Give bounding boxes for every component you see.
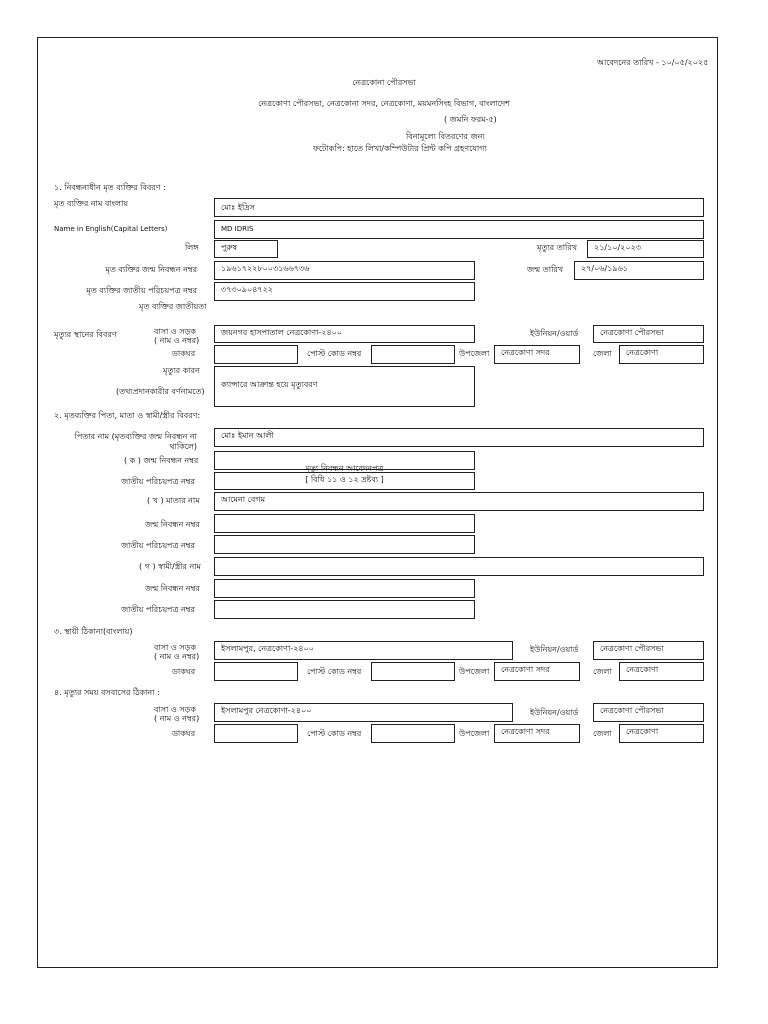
gender-label: লিঙ্গ <box>185 243 199 252</box>
father-label-sub: থাকিলে) <box>169 442 197 451</box>
cause-label-sub: (তথ্যপ্রদানকারীর বর্ণনামতে) <box>116 387 205 396</box>
father-nid-label: জাতীয় পরিচয়পত্র নম্বর <box>121 477 195 486</box>
res-upazila-field[interactable]: নেত্রকোণা সদর <box>494 724 580 743</box>
perm-house-label: বাসা ও সড়ক <box>154 643 196 652</box>
section1-title: ১. নিবন্ধনাধীন মৃত ব্যক্তির বিবরণ : <box>54 183 166 192</box>
district-label: জেলা <box>593 349 612 358</box>
post-office-label: ডাকঘর <box>172 349 196 358</box>
cause-field[interactable]: ক্যান্সারে আক্রান্ত হয়ে মৃত্যুবরণ <box>214 366 475 407</box>
death-date-label: মৃত্যুর তারিখ <box>537 243 577 252</box>
house-label-sub: ( নাম ও নম্বর) <box>154 336 200 345</box>
spouse-name-field[interactable] <box>214 557 704 576</box>
perm-upazila-label: উপজেলা <box>459 667 490 676</box>
place-post-office-field[interactable] <box>214 345 298 364</box>
res-district-label: জেলা <box>593 729 612 738</box>
union-label: ইউনিয়ন/ওয়ার্ড <box>530 329 579 338</box>
mother-birth-field[interactable] <box>214 514 475 533</box>
nationality-label: মৃত ব্যক্তির জাতীয়তা <box>139 302 207 311</box>
name-en-field[interactable]: MD IDRIS <box>214 220 704 239</box>
res-house-label: বাসা ও সড়ক <box>154 705 196 714</box>
address-line: নেত্রকোণা পৌরসভা, নেত্রকোনা সদর, নেত্রকো… <box>258 99 510 108</box>
birth-reg-label: মৃত ব্যক্তির জন্ম নিবন্ধন নম্বর <box>105 265 197 274</box>
death-place-label: মৃত্যুর স্থানের বিবরণ <box>54 330 117 339</box>
res-post-office-field[interactable] <box>214 724 298 743</box>
note-copy: ফটোকপি: হাতে লিখা/কম্পিউটার প্রিন্ট কপি … <box>313 144 487 153</box>
father-label: পিতার নাম (মৃতব্যক্তির জন্ম নিবন্ধন না <box>74 432 197 441</box>
res-district-field[interactable]: নেত্রকোণা <box>619 724 704 743</box>
nid-field[interactable]: ৩৭৩০৯০৪৭২২ <box>214 282 475 301</box>
res-house-label-sub: ( নাম ও নম্বর) <box>154 714 200 723</box>
name-en-label: Name in English(Capital Letters) <box>54 225 168 233</box>
spouse-birth-field[interactable] <box>214 579 475 598</box>
place-post-code-field[interactable] <box>371 345 455 364</box>
perm-district-label: জেলা <box>593 667 612 676</box>
mother-nid-label: জাতীয় পরিচয়পত্র নম্বর <box>121 541 195 550</box>
form-page <box>37 37 718 968</box>
mother-birth-label: জন্ম নিবন্ধন নম্বর <box>145 520 200 529</box>
cause-label: মৃত্যুর কারন <box>163 366 200 375</box>
dob-label: জন্ম তারিখ <box>527 265 564 274</box>
perm-district-field[interactable]: নেত্রকোণা <box>619 662 704 681</box>
house-label: বাসা ও সড়ক <box>154 327 196 336</box>
perm-upazila-field[interactable]: নেত্রকোণা সদর <box>494 662 580 681</box>
form-id: ( জমনি ফরম-৫) <box>444 115 497 124</box>
perm-post-code-label: পোস্ট কোড নম্বর <box>307 667 362 676</box>
perm-union-field[interactable]: নেত্রকোণা পৌরসভা <box>593 641 704 660</box>
watermark-rule: [ বিধি ১১ ও ১২ দ্রষ্টব্য ] <box>305 475 384 484</box>
perm-post-code-field[interactable] <box>371 662 455 681</box>
res-post-code-field[interactable] <box>371 724 455 743</box>
post-code-label: পোস্ট কোড নম্বর <box>307 349 362 358</box>
section2-title: ২. মৃতব্যক্তির পিতা, মাতা ও স্বামী/স্ত্র… <box>54 411 201 420</box>
res-union-label: ইউনিয়ন/ওয়ার্ড <box>530 708 579 717</box>
perm-union-label: ইউনিয়ন/ওয়ার্ড <box>530 645 579 654</box>
res-house-field[interactable]: ইসলামপুর নেত্রকোণা-২৪০০ <box>214 703 513 722</box>
perm-post-office-field[interactable] <box>214 662 298 681</box>
res-post-office-label: ডাকঘর <box>172 729 196 738</box>
office-name: নেত্রকোনা পৌরসভা <box>352 78 416 87</box>
spouse-birth-label: জন্ম নিবন্ধন নম্বর <box>145 584 200 593</box>
mother-name-field[interactable]: আমেনা বেগম <box>214 492 704 511</box>
father-birth-field[interactable] <box>214 451 475 470</box>
upazila-label: উপজেলা <box>459 349 490 358</box>
father-name-field[interactable]: মোঃ ইমান আলী <box>214 428 704 447</box>
spouse-nid-label: জাতীয় পরিচয়পত্র নম্বর <box>121 605 195 614</box>
section4-title: ৪. মৃত্যুর সময় বসবাসের ঠিকানা : <box>54 688 160 697</box>
perm-house-label-sub: ( নাম ও নম্বর) <box>154 652 200 661</box>
mother-nid-field[interactable] <box>214 535 475 554</box>
dob-field[interactable]: ২৭/০৬/১৯৬১ <box>574 261 704 280</box>
res-union-field[interactable]: নেত্রকোণা পৌরসভা <box>593 703 704 722</box>
watermark-title: মৃত্যু নিবন্ধন আবেদনপত্র <box>305 464 384 473</box>
application-date: আবেদনের তারিখ - ১০/০৫/২০২৫ <box>597 58 709 67</box>
father-birth-label: ( ক ) জন্ম নিবন্ধন নম্বর <box>124 456 199 465</box>
section3-title: ৩. স্থায়ী ঠিকানা(বাংলায়) <box>54 627 133 636</box>
death-date-field[interactable]: ২১/১০/২০২৩ <box>587 240 704 258</box>
birth-reg-field[interactable]: ১৯৬১৭২২৮০০৩১৬৬৭৩৬ <box>214 261 475 280</box>
nid-label: মৃত ব্যক্তির জাতীয় পরিচয়পত্র নম্বর <box>86 286 197 295</box>
place-union-field[interactable]: নেত্রকোণা পৌরসভা <box>593 325 704 343</box>
spouse-nid-field[interactable] <box>214 600 475 619</box>
perm-post-office-label: ডাকঘর <box>172 667 196 676</box>
father-nid-field[interactable] <box>214 472 475 490</box>
note-free: বিনামূল্যে বিতরণের জন্য <box>406 132 485 141</box>
res-upazila-label: উপজেলা <box>459 729 490 738</box>
perm-house-field[interactable]: ইসলামপুর, নেত্রকোণা-২৪০০ <box>214 641 513 660</box>
name-bn-field[interactable]: মোঃ ইদ্রিস <box>214 198 704 217</box>
mother-label: ( খ ) মাতার নাম <box>147 496 200 505</box>
res-post-code-label: পোস্ট কোড নম্বর <box>307 729 362 738</box>
name-bn-label: মৃত ব্যক্তির নাম বাংলায় <box>54 199 129 208</box>
place-upazila-field[interactable]: নেত্রকোণা সদর <box>494 345 580 364</box>
place-house-field[interactable]: জয়নগর হাসপাতাল নেত্রকোণা-২৪০০ <box>214 325 475 343</box>
place-district-field[interactable]: নেত্রকোণা <box>619 345 704 364</box>
gender-field[interactable]: পুরুষ <box>214 240 278 258</box>
spouse-label: ( গ ) স্বামী/স্ত্রীর নাম <box>139 562 202 571</box>
